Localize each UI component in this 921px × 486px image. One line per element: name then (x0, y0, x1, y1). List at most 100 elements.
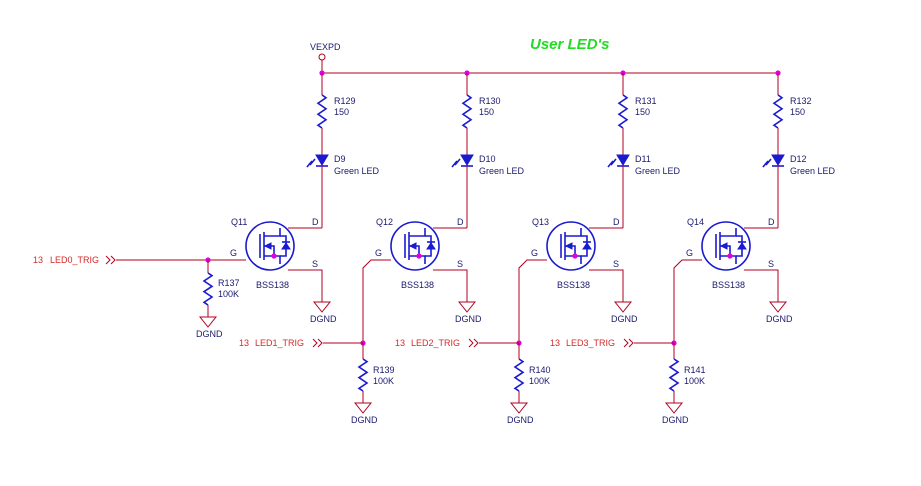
drain-pin-label-1: D (457, 217, 464, 227)
ground-label-source-0: DGND (310, 314, 337, 324)
ground-symbol-source-2 (613, 301, 633, 313)
ground-symbol-source-1 (457, 301, 477, 313)
pulldown-ref-2: R140 (529, 365, 551, 375)
source-lead-1 (433, 269, 468, 290)
gate-pin-label-2: G (531, 248, 538, 258)
led-body-0 (315, 154, 329, 166)
net-sheet-1: 13 (239, 338, 249, 348)
series-resistor-0 (316, 94, 328, 129)
pulldown-resistor-0 (202, 272, 214, 306)
ground-label-pulldown-0: DGND (196, 329, 223, 339)
net-sheet-0: 13 (33, 255, 43, 265)
mosfet-body-diode-3 (737, 242, 747, 250)
led-emission-arrows-2 (607, 158, 617, 168)
net-name-3: LED3_TRIG (566, 338, 615, 348)
mosfet-ref-1: Q12 (376, 217, 393, 227)
pulldown-value-3: 100K (684, 376, 705, 386)
mosfet-body-2 (546, 221, 596, 271)
mosfet-part-2: BSS138 (557, 280, 590, 290)
led-value-1: Green LED (479, 166, 525, 176)
pulldown-ref-1: R139 (373, 365, 395, 375)
mosfet-body-diode-0 (281, 242, 291, 250)
pulldown-value-0: 100K (218, 289, 239, 299)
series-resistor-ref-1: R130 (479, 96, 501, 106)
gate-wire-3 (673, 259, 702, 343)
schematic-title: User LED's (530, 36, 609, 53)
net-sheet-2: 13 (395, 338, 405, 348)
pulldown-resistor-2 (513, 358, 525, 392)
net-name-0: LED0_TRIG (50, 255, 99, 265)
led-value-0: Green LED (334, 166, 380, 176)
ground-symbol-pulldown-3 (664, 402, 684, 414)
series-resistor-value-2: 150 (635, 107, 650, 117)
gate-pin-label-0: G (230, 248, 237, 258)
mosfet-internal-dot-0 (271, 253, 277, 259)
pulldown-ref-3: R141 (684, 365, 706, 375)
source-pin-label-0: S (312, 259, 318, 269)
gate-wire-2 (518, 259, 547, 343)
led-value-3: Green LED (790, 166, 836, 176)
mosfet-internal-dot-1 (416, 253, 422, 259)
led-emission-arrows-0 (306, 158, 316, 168)
mosfet-part-0: BSS138 (256, 280, 289, 290)
ground-label-pulldown-2: DGND (507, 415, 534, 425)
led-ref-2: D11 (635, 154, 651, 164)
mosfet-arrow-0 (263, 242, 272, 250)
net-arrow-3 (623, 338, 634, 348)
series-resistor-ref-2: R131 (635, 96, 657, 106)
series-resistor-ref-0: R129 (334, 96, 356, 106)
led-body-2 (616, 154, 630, 166)
mosfet-ref-3: Q14 (687, 217, 704, 227)
pulldown-ref-0: R137 (218, 278, 240, 288)
source-pin-label-2: S (613, 259, 619, 269)
gate-pin-label-1: G (375, 248, 382, 258)
pulldown-value-1: 100K (373, 376, 394, 386)
led-ref-0: D9 (334, 154, 346, 164)
mosfet-body-0 (245, 221, 295, 271)
source-lead-0 (288, 269, 323, 290)
mosfet-arrow-1 (408, 242, 417, 250)
led-body-3 (771, 154, 785, 166)
net-arrow-1 (312, 338, 323, 348)
mosfet-ref-2: Q13 (532, 217, 549, 227)
pulldown-resistor-1 (357, 358, 369, 392)
ground-symbol-pulldown-2 (509, 402, 529, 414)
led-emission-arrows-1 (451, 158, 461, 168)
led-value-2: Green LED (635, 166, 681, 176)
drain-pin-label-3: D (768, 217, 775, 227)
ground-label-source-1: DGND (455, 314, 482, 324)
mosfet-part-1: BSS138 (401, 280, 434, 290)
mosfet-body-diode-2 (582, 242, 592, 250)
mosfet-arrow-3 (719, 242, 728, 250)
series-resistor-1 (461, 94, 473, 129)
series-resistor-value-0: 150 (334, 107, 349, 117)
mosfet-internal-dot-2 (572, 253, 578, 259)
ground-symbol-pulldown-1 (353, 402, 373, 414)
ground-symbol-pulldown-0 (198, 316, 218, 328)
net-sheet-3: 13 (550, 338, 560, 348)
supply-label: VEXPD (310, 42, 341, 52)
net-arrow-0 (105, 255, 116, 265)
series-resistor-value-1: 150 (479, 107, 494, 117)
net-name-1: LED1_TRIG (255, 338, 304, 348)
source-pin-label-3: S (768, 259, 774, 269)
source-lead-3 (744, 269, 779, 290)
source-lead-2 (589, 269, 624, 290)
drain-pin-label-2: D (613, 217, 620, 227)
gate-pin-label-3: G (686, 248, 693, 258)
series-resistor-2 (617, 94, 629, 129)
mosfet-part-3: BSS138 (712, 280, 745, 290)
ground-symbol-source-0 (312, 301, 332, 313)
ground-symbol-source-3 (768, 301, 788, 313)
mosfet-ref-0: Q11 (231, 217, 247, 227)
gate-wire-1 (362, 259, 391, 343)
ground-label-pulldown-3: DGND (662, 415, 689, 425)
ground-label-source-3: DGND (766, 314, 793, 324)
series-resistor-3 (772, 94, 784, 129)
ground-label-pulldown-1: DGND (351, 415, 378, 425)
mosfet-arrow-2 (564, 242, 573, 250)
led-body-1 (460, 154, 474, 166)
